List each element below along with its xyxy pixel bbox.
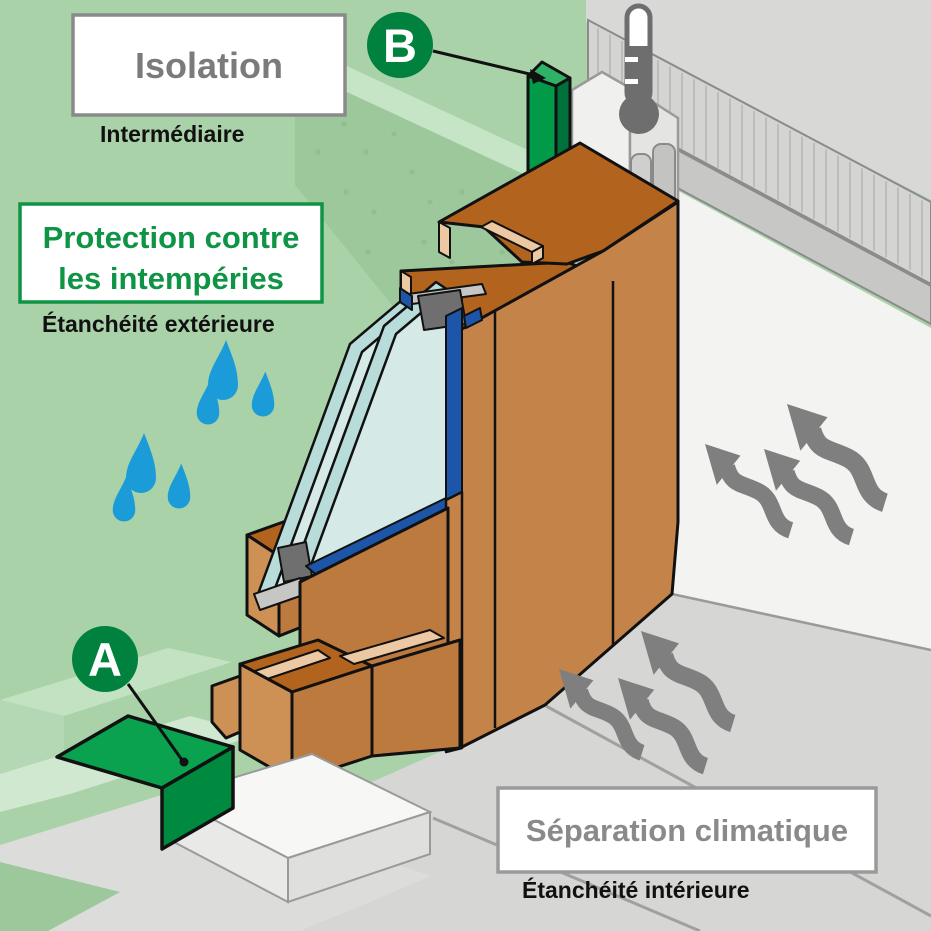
marker-a: A (72, 626, 189, 767)
frame-head (437, 141, 680, 266)
protection-caption: Étanchéité extérieure (42, 310, 275, 337)
marker-a-letter: A (88, 633, 122, 686)
marker-b-letter: B (383, 19, 417, 72)
texture-dot (365, 249, 371, 255)
marker-b-arrowhead (530, 69, 546, 84)
marker-a-circle (72, 626, 138, 692)
marker-a-leader (126, 683, 184, 761)
marker-b-leader (432, 49, 539, 78)
floor-wall-edge (671, 592, 931, 652)
masonry-stripes (597, 28, 923, 277)
wedge-front-face (160, 745, 235, 851)
texture-dot (341, 121, 347, 127)
isolation-box (71, 13, 347, 117)
protection-label-line2: les intempéries (58, 261, 284, 296)
frame-sill (210, 506, 462, 784)
texture-dot (343, 189, 349, 195)
protection-label-group: Protection contre les intempéries Étanch… (18, 202, 324, 337)
protection-label-line1: Protection contre (43, 220, 300, 255)
texture-dot (315, 149, 321, 155)
seal-blue-top-left (399, 287, 413, 311)
texture-dot (459, 189, 465, 195)
spacer-bottom (277, 541, 313, 583)
separation-label-group: Séparation climatique Étanchéité intérie… (496, 786, 878, 903)
seal-wedge-a (55, 714, 235, 851)
texture-dot (449, 259, 455, 265)
separation-caption: Étanchéité intérieure (522, 876, 750, 903)
head-cut-face-left (438, 221, 451, 259)
masonry-band (587, 18, 931, 286)
texture-dot (499, 249, 505, 255)
head-notch-cut-2 (531, 245, 544, 265)
texture-dot (427, 199, 433, 205)
seal-blue-jamb (445, 307, 463, 507)
sill-cut-face-2 (339, 629, 445, 665)
seal-blue-top-right (463, 307, 483, 329)
isolation-label: Isolation (135, 45, 283, 86)
isolation-label-group: Isolation Intermédiaire (71, 13, 347, 147)
separation-label: Séparation climatique (526, 813, 848, 848)
separation-box (496, 786, 878, 874)
thermometer-icon (619, 3, 659, 134)
texture-dot (409, 169, 415, 175)
texture-dot (363, 149, 369, 155)
wall-top-face (586, 0, 931, 200)
texture-dot (391, 131, 397, 137)
sill-drip-nose (210, 674, 242, 740)
wall-edge-band (295, 42, 532, 178)
corner-texture (0, 862, 120, 931)
texture-dot (371, 209, 377, 215)
floor-line-1 (432, 816, 701, 931)
protection-box (18, 202, 324, 304)
slab-front-right (287, 810, 431, 904)
isolation-caption: Intermédiaire (100, 121, 244, 147)
marker-b: B (367, 12, 546, 84)
marker-a-leader-dot (179, 757, 189, 767)
texture-dot (421, 239, 427, 245)
marker-b-circle (367, 12, 433, 78)
